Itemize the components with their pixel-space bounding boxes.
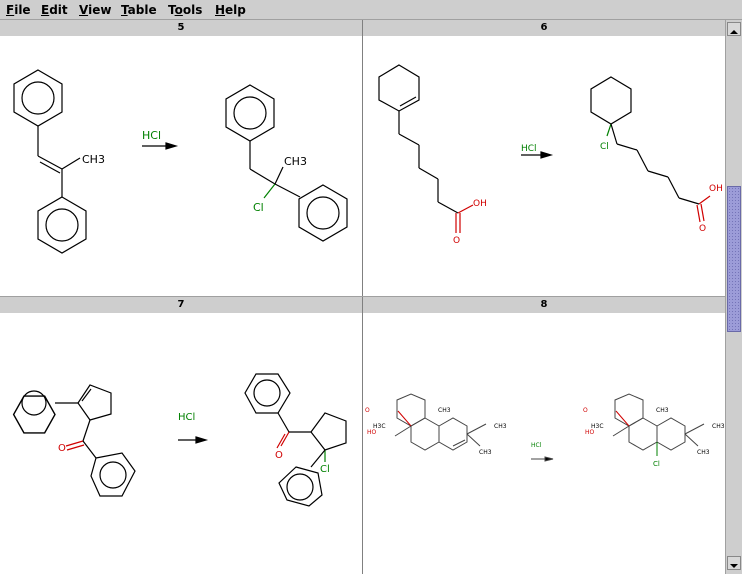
arrow-up-icon — [730, 30, 738, 34]
menu-bar: File Edit View Table Tools Help — [0, 0, 742, 20]
svg-text:HO: HO — [367, 429, 377, 436]
svg-text:Cl: Cl — [600, 142, 609, 152]
row-divider — [0, 296, 725, 297]
svg-text:CH3: CH3 — [494, 423, 507, 430]
reaction-8-drawing: O HO H3C CH3 CH3 CH3 HCl O HO H3C CH3 — [365, 393, 725, 468]
svg-text:H3C: H3C — [591, 423, 604, 430]
scroll-down-button[interactable] — [727, 556, 741, 570]
svg-text:HO: HO — [585, 429, 595, 436]
svg-text:O: O — [453, 236, 460, 246]
vertical-scrollbar[interactable] — [725, 20, 742, 574]
svg-text:HCl: HCl — [521, 144, 537, 154]
cell-header: 7 — [0, 297, 362, 313]
reaction-table: 5 CH3 HCl CH3 Cl 6 — [0, 20, 725, 574]
svg-text:O: O — [365, 407, 370, 414]
menu-view[interactable]: View — [79, 3, 112, 17]
svg-text:OH: OH — [709, 184, 723, 194]
svg-text:O: O — [583, 407, 588, 414]
reaction-cell-6[interactable]: 6 OH O HCl Cl OH O — [363, 20, 725, 297]
scroll-thumb[interactable] — [727, 186, 741, 332]
reaction-cell-8[interactable]: 8 O HO H3C CH3 CH3 CH3 HCl — [363, 297, 725, 574]
cell-header: 6 — [363, 20, 725, 36]
svg-text:OH: OH — [473, 199, 487, 209]
svg-text:CH3: CH3 — [438, 407, 451, 414]
menu-edit[interactable]: Edit — [41, 3, 68, 17]
scroll-up-button[interactable] — [727, 22, 741, 36]
reaction-7-drawing: O HCl O Cl — [12, 373, 347, 507]
svg-text:O: O — [699, 224, 706, 234]
svg-text:Cl: Cl — [653, 460, 660, 468]
svg-text:CH3: CH3 — [82, 153, 105, 166]
svg-text:CH3: CH3 — [479, 449, 492, 456]
arrow-down-icon — [730, 564, 738, 568]
svg-text:HCl: HCl — [531, 442, 542, 449]
svg-text:CH3: CH3 — [712, 423, 725, 430]
svg-text:O: O — [58, 443, 66, 454]
menu-tools[interactable]: Tools — [168, 3, 203, 17]
svg-text:CH3: CH3 — [656, 407, 669, 414]
svg-text:Cl: Cl — [253, 201, 264, 214]
svg-text:CH3: CH3 — [284, 155, 307, 168]
reaction-cell-7[interactable]: 7 O HCl O Cl — [0, 297, 362, 574]
cell-header: 5 — [0, 20, 362, 36]
menu-help[interactable]: Help — [215, 3, 246, 17]
reaction-cell-5[interactable]: 5 CH3 HCl CH3 Cl — [0, 20, 362, 297]
cell-header: 8 — [363, 297, 725, 313]
svg-text:O: O — [275, 450, 283, 461]
svg-text:H3C: H3C — [373, 423, 386, 430]
svg-text:Cl: Cl — [320, 464, 330, 475]
svg-text:HCl: HCl — [142, 129, 161, 142]
menu-file[interactable]: File — [6, 3, 31, 17]
reaction-6-drawing: OH O HCl Cl OH O — [378, 64, 723, 246]
column-divider — [362, 20, 363, 574]
svg-text:HCl: HCl — [178, 412, 195, 423]
menu-table[interactable]: Table — [121, 3, 157, 17]
svg-text:CH3: CH3 — [697, 449, 710, 456]
reaction-5-drawing: CH3 HCl CH3 Cl — [13, 69, 348, 254]
